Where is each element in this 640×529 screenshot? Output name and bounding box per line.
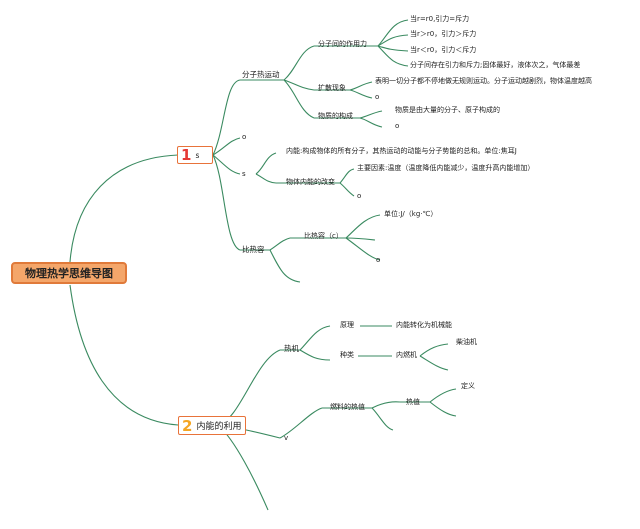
topic-internal[interactable]: s [242, 170, 246, 178]
specific-heat-unit[interactable]: 单位:J/（kg·℃） [384, 210, 438, 218]
root-topic[interactable]: 物理热学思维导图 [11, 262, 127, 284]
connector-b1-heat [212, 79, 241, 156]
engine-types[interactable]: 种类 [340, 351, 354, 359]
connector-b2-extra [217, 424, 269, 511]
topic-forces[interactable]: 分子间的作用力 [318, 40, 367, 48]
topic-fuel[interactable]: 燃料的热值 [330, 403, 365, 411]
fuel-heat-value[interactable]: 热值 [406, 398, 420, 406]
specific-heat-sub[interactable]: o [376, 256, 381, 264]
internal-factor[interactable]: 主要因素:温度（温度降低内能减少，温度升高内能增加） [357, 164, 535, 172]
topic-heat-motion[interactable]: 分子热运动 [242, 70, 280, 79]
engine-principle-text[interactable]: 内能转化为机械能 [396, 321, 452, 329]
structure-text[interactable]: 物质是由大量的分子、原子构成的 [395, 106, 500, 114]
force-item[interactable]: 当r=r0,引力=斥力 [410, 15, 470, 23]
internal-definition[interactable]: 内能:构成物体的所有分子，其热运动的动能与分子势能的总和。单位:焦耳J [286, 147, 517, 155]
connector-root-branch1 [69, 154, 179, 263]
force-item[interactable]: 当r＜r0，引力＜斥力 [410, 46, 477, 54]
engine-principle[interactable]: 原理 [340, 321, 354, 329]
root-title: 物理热学思维导图 [25, 267, 113, 280]
branch1-number: 1 [181, 146, 192, 164]
internal-change[interactable]: 物体内能的改变 [286, 178, 335, 186]
connector-b1-specific [212, 154, 241, 251]
force-item[interactable]: 分子间存在引力和斥力;固体最好，液体次之，气体最差 [410, 61, 581, 69]
branch1-label: s [195, 150, 200, 160]
branch1-node[interactable]: 1 s [177, 146, 213, 164]
branch2-number: 2 [182, 416, 193, 435]
connector-root-branch2 [69, 284, 179, 426]
topic-o[interactable]: o [242, 133, 247, 141]
diffusion-text[interactable]: 表明一切分子都不停地做无规则运动。分子运动越剧烈，物体温度越高 [375, 77, 592, 85]
topic-v[interactable]: v [284, 434, 289, 442]
internal-sub[interactable]: o [357, 192, 362, 200]
engine-internal-combustion[interactable]: 内燃机 [396, 351, 417, 359]
connector-b1-o [212, 137, 241, 156]
structure-sub[interactable]: o [395, 122, 400, 130]
fuel-definition[interactable]: 定义 [461, 382, 475, 390]
diffusion-sub[interactable]: o [375, 93, 380, 101]
force-item[interactable]: 当r＞r0，引力＞斥力 [410, 30, 477, 38]
specific-heat-child[interactable]: 比热容（c） [304, 232, 343, 240]
connector-b1-s [212, 154, 241, 175]
topic-structure[interactable]: 物质的构成 [318, 112, 353, 120]
topic-engine[interactable]: 热机 [284, 344, 299, 353]
connector-b2-engine [217, 349, 281, 426]
engine-diesel[interactable]: 柴油机 [456, 338, 477, 346]
branch2-label: 内能的利用 [196, 422, 242, 432]
topic-specific-heat[interactable]: 比热容 [242, 245, 265, 254]
topic-diffusion[interactable]: 扩散现象 [318, 84, 346, 92]
branch2-node[interactable]: 2 内能的利用 [178, 416, 246, 435]
